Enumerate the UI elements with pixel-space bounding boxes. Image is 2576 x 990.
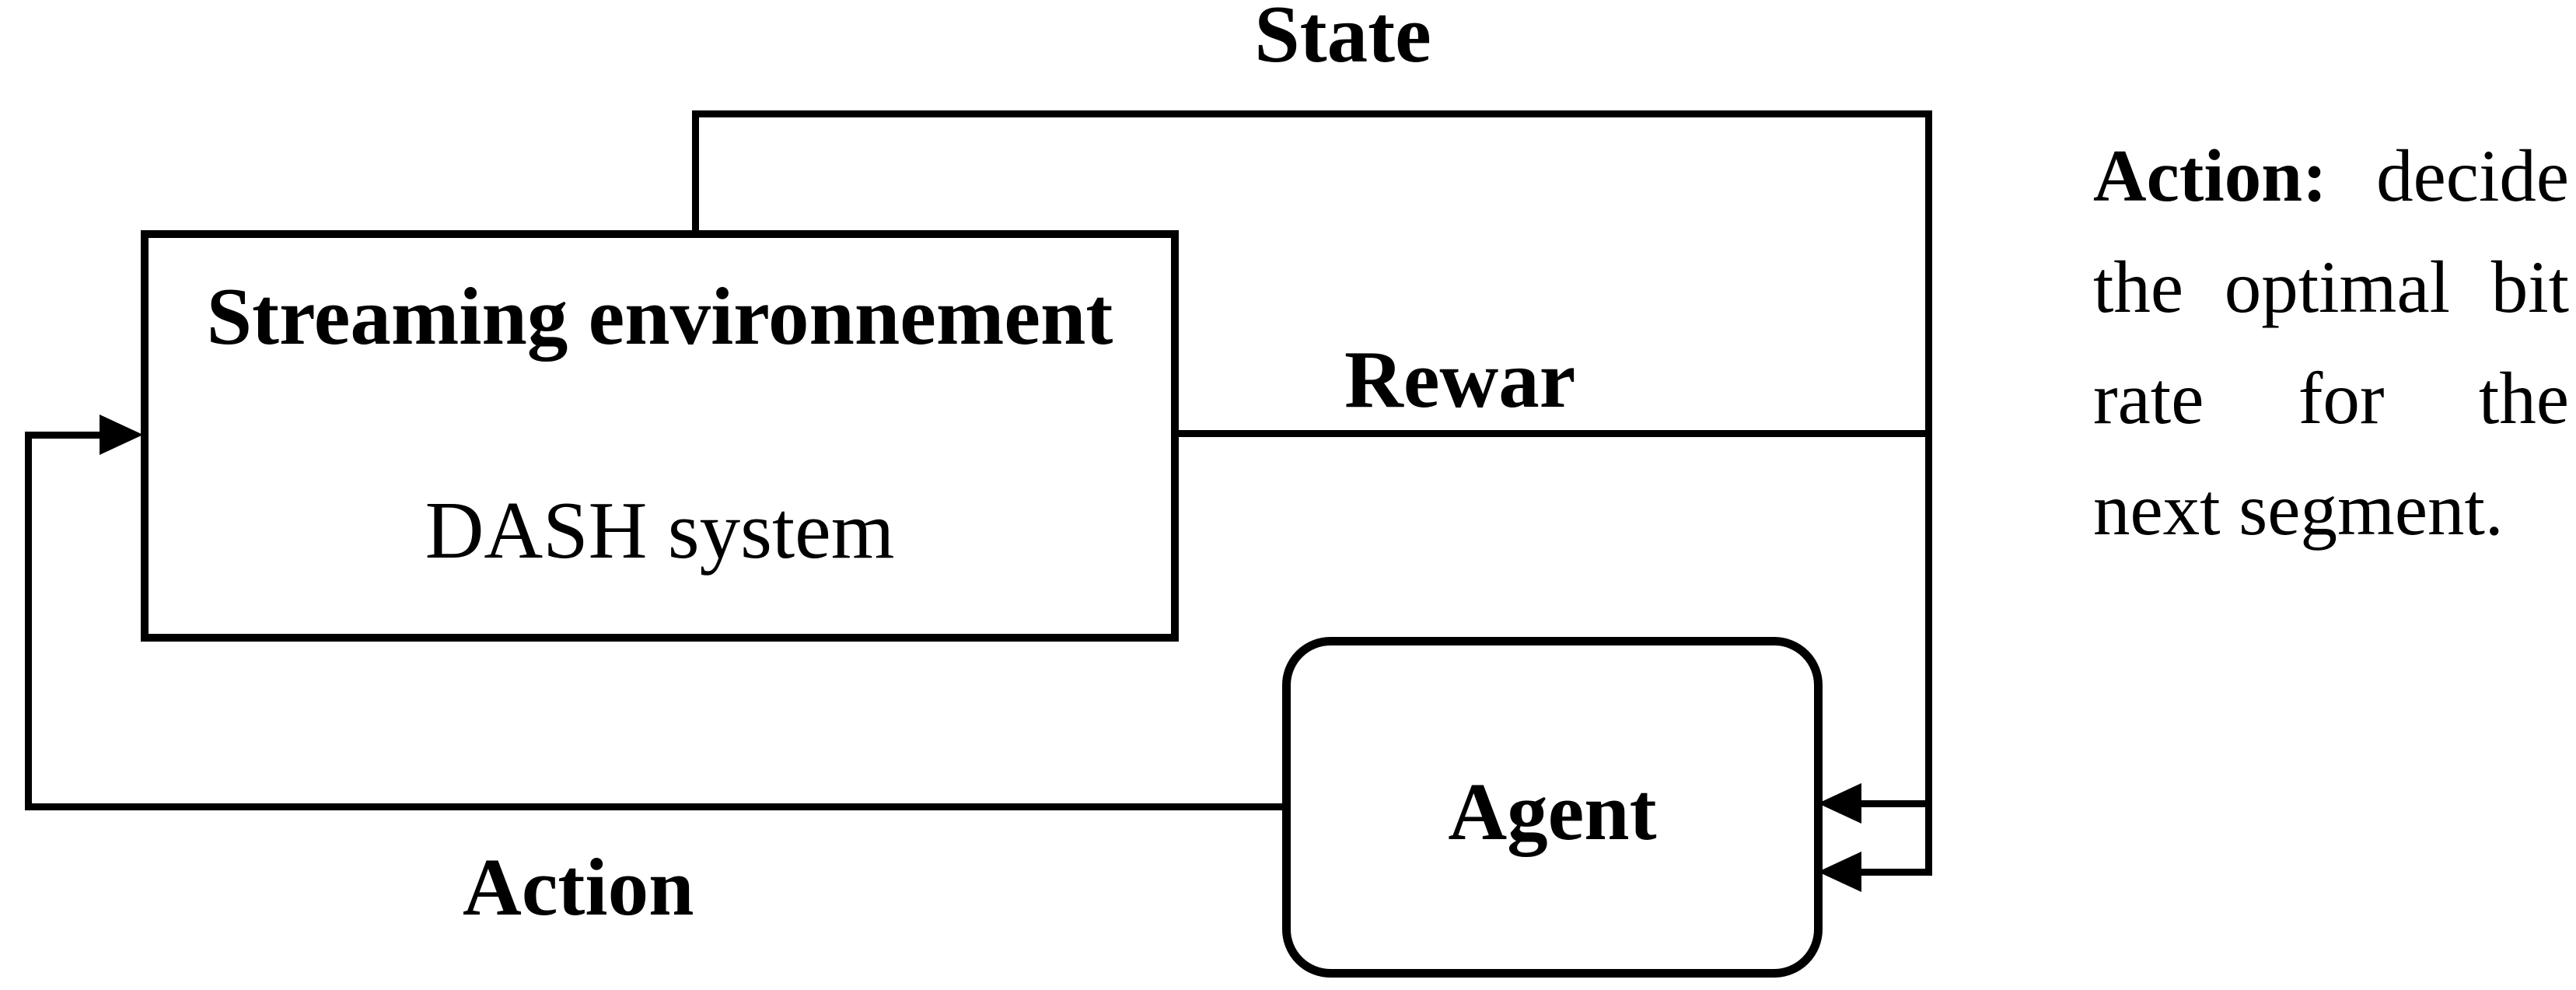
right-vertical-line: [1925, 110, 1932, 876]
action-note-line-2: the optimal bit: [2093, 246, 2569, 328]
agent-lower-arrow-stub: [1860, 869, 1932, 876]
action-label: Action: [463, 841, 694, 932]
agent-lower-arrowhead-icon: [1818, 852, 1861, 892]
agent-label: Agent: [1448, 766, 1657, 857]
agent-upper-arrow-stub: [1860, 800, 1932, 807]
agent-box: [1282, 637, 1823, 978]
action-flow-line: [25, 803, 1288, 810]
state-label: State: [1254, 0, 1431, 79]
action-arrow-stub: [25, 432, 103, 439]
environment-arrowhead-icon: [100, 415, 143, 455]
state-drop-line: [692, 110, 699, 234]
action-note-line-3: rate for the: [2093, 357, 2569, 439]
agent-upper-arrowhead-icon: [1818, 783, 1861, 824]
reward-label: Rewar: [1344, 334, 1576, 425]
left-vertical-line: [25, 432, 32, 810]
environment-title: Streaming environnement: [206, 271, 1113, 362]
action-note-line-4: next segment.: [2093, 468, 2504, 551]
state-flow-line: [692, 110, 1932, 117]
action-note-line-1: Action: decide: [2093, 121, 2569, 232]
environment-subtitle: DASH system: [425, 485, 895, 575]
action-note: Action: decide the optimal bit rate for …: [2093, 121, 2569, 565]
environment-box: [141, 230, 1179, 642]
reward-flow-line: [1171, 430, 1932, 437]
action-note-line-1-rest: decide: [2376, 135, 2569, 217]
action-note-bold-word: Action:: [2093, 135, 2327, 217]
